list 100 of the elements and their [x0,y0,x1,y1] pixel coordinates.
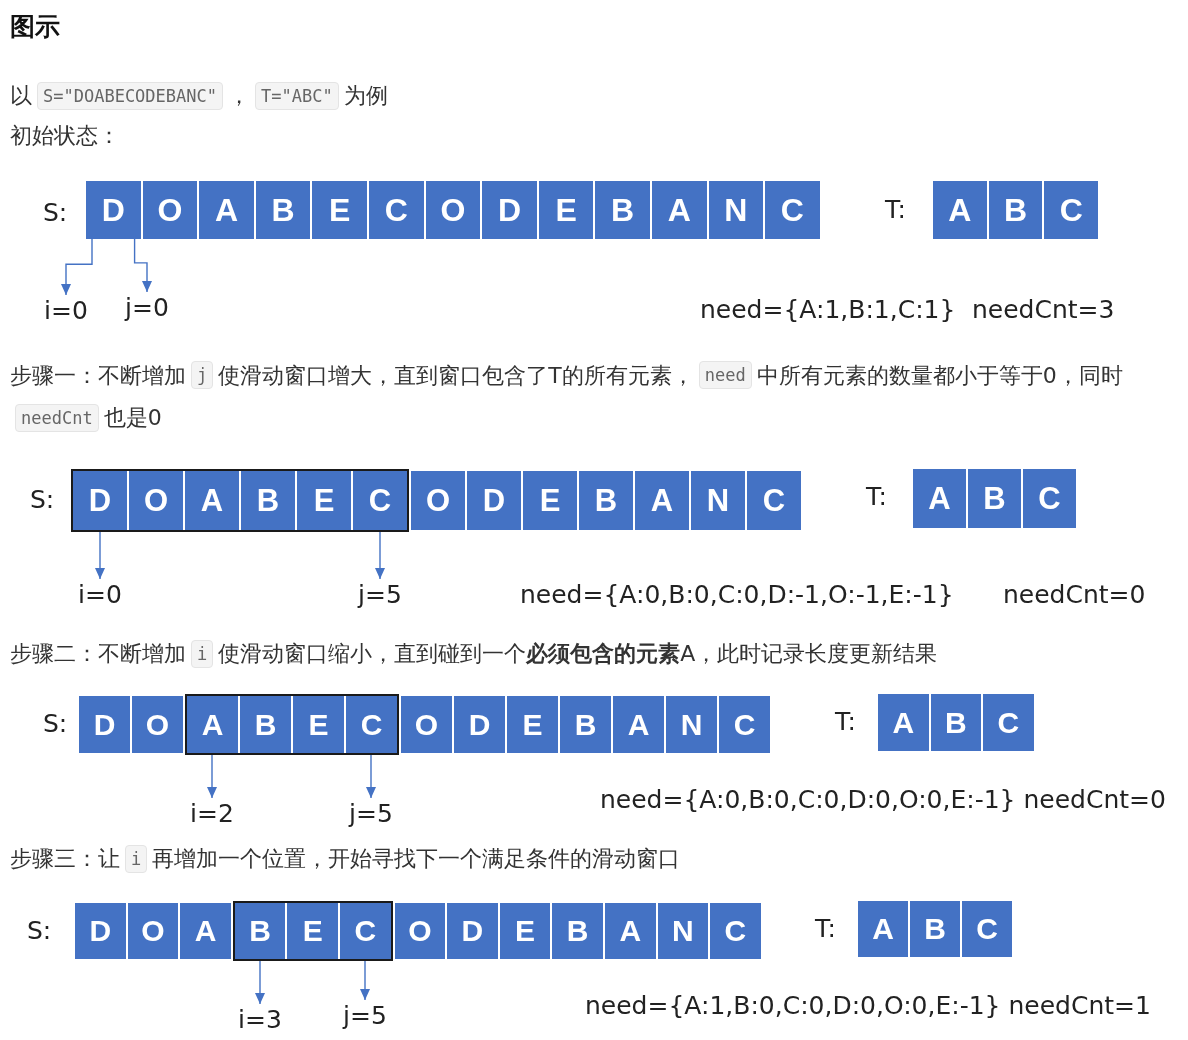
array-cell: C [765,181,820,239]
pointer-label: i=3 [238,1005,282,1035]
array-label: S: [30,485,55,515]
array-label: T: [885,195,906,225]
array-cell: D [447,903,498,959]
state-text: need={A:0,B:0,C:0,D:0,O:0,E:-1} needCnt=0 [600,785,1166,815]
array-cell: A [199,181,254,239]
heading: 图示 [10,12,60,42]
array-cell: O [425,181,481,239]
array-cell: C [719,696,770,753]
array-cell: A [933,181,987,239]
window-frame [185,694,399,755]
array-cell: B [234,903,286,959]
state-text: need={A:1,B:0,C:0,D:0,O:0,E:-1} needCnt=1 [585,991,1151,1021]
array-label: T: [815,914,836,944]
array-cell: D [454,696,505,753]
state-text: needCnt=3 [972,295,1115,325]
array-cell: B [910,901,960,957]
array-label: S: [43,198,68,228]
array-cell: D [467,471,521,530]
paragraph-text: 为例 [343,82,388,110]
array-cell: C [346,696,397,753]
pointer-label: j=0 [125,293,169,323]
array-cell: O [129,471,183,530]
array-cell: B [595,181,650,239]
array-cell: O [401,696,452,753]
array-cell: B [241,471,295,530]
array-cell: O [142,181,198,239]
array-label: S: [27,916,52,946]
paragraph-text: 再增加一个位置，开始寻找下一个满足条件的滑动窗口 [152,845,681,873]
array-cell: C [353,471,407,530]
array-cell: A [180,903,231,959]
array-cell: A [858,901,908,957]
array-cell: B [552,903,603,959]
array-cell: E [499,903,551,959]
array-cell: B [560,696,611,753]
array-cell: E [297,471,351,530]
state-text: need={A:0,B:0,C:0,D:-1,O:-1,E:-1} [520,580,954,610]
array-cell: C [1023,469,1076,528]
paragraph-text: ， [228,82,250,110]
array-label: T: [835,707,856,737]
array-cell: C [747,471,801,530]
array-cell: N [666,696,717,753]
array-label: S: [43,709,68,739]
array-cell: C [1044,181,1099,239]
array-cell: C [368,181,424,239]
array-cell: B [930,694,981,751]
array-cell: D [73,471,127,530]
inline-code: need [698,361,752,389]
array-cell: B [579,471,633,530]
pointer-label: j=5 [358,580,402,610]
array-cell: C [710,903,761,959]
array-cell: N [708,181,764,239]
window-frame [232,901,393,961]
array-cell: E [312,181,367,239]
arrow [255,958,265,1005]
pointer-label: i=2 [190,799,234,829]
array-cell: N [691,471,745,530]
array-cell: E [538,181,594,239]
paragraph-text: 使滑动窗口增大，直到窗口包含了T的所有元素， [218,361,694,390]
inline-code: j [191,361,214,389]
state-text: need={A:1,B:1,C:1} [700,295,956,325]
array-cell: A [187,696,238,753]
pointer-label: i=0 [78,580,122,610]
arrow [95,529,105,580]
window-frame [71,469,409,532]
array-cell: C [339,903,391,959]
array-cell: B [255,181,311,239]
array-cell: E [523,471,577,530]
array-cell: A [913,469,966,528]
paragraph-text: 步骤二：不断增加 [10,640,186,668]
array-cell: A [613,696,664,753]
arrow [366,752,376,799]
array-cell: C [962,901,1012,957]
array-cell: C [983,694,1034,751]
paragraph-text: 也是0 [103,404,162,432]
arrow [360,958,370,1001]
arrow [375,529,385,580]
paragraph-text: 以 [10,82,32,110]
array-cell: D [482,181,537,239]
array-cell: D [75,903,126,959]
array-cell: A [604,903,656,959]
array-cell: O [127,903,179,959]
array-cell: O [394,903,446,959]
inline-code: S="DOABECODEBANC" [37,82,223,110]
pointer-label: j=5 [343,1001,387,1031]
array-cell: D [79,696,130,753]
inline-code: needCnt [15,403,99,432]
array-cell: O [132,696,183,753]
array-cell: A [878,694,929,751]
pointer-label: i=0 [44,296,88,326]
array-cell: E [293,696,344,753]
inline-code: T="ABC" [255,82,339,110]
array-cell: A [185,471,239,530]
inline-code: i [125,845,148,873]
array-cell: N [657,903,709,959]
paragraph-text: 使滑动窗口缩小，直到碰到一个必须包含的元素A，此时记录长度更新结果 [218,640,938,668]
array-cell: B [988,181,1043,239]
arrow [133,238,152,293]
array-cell: E [507,696,558,753]
